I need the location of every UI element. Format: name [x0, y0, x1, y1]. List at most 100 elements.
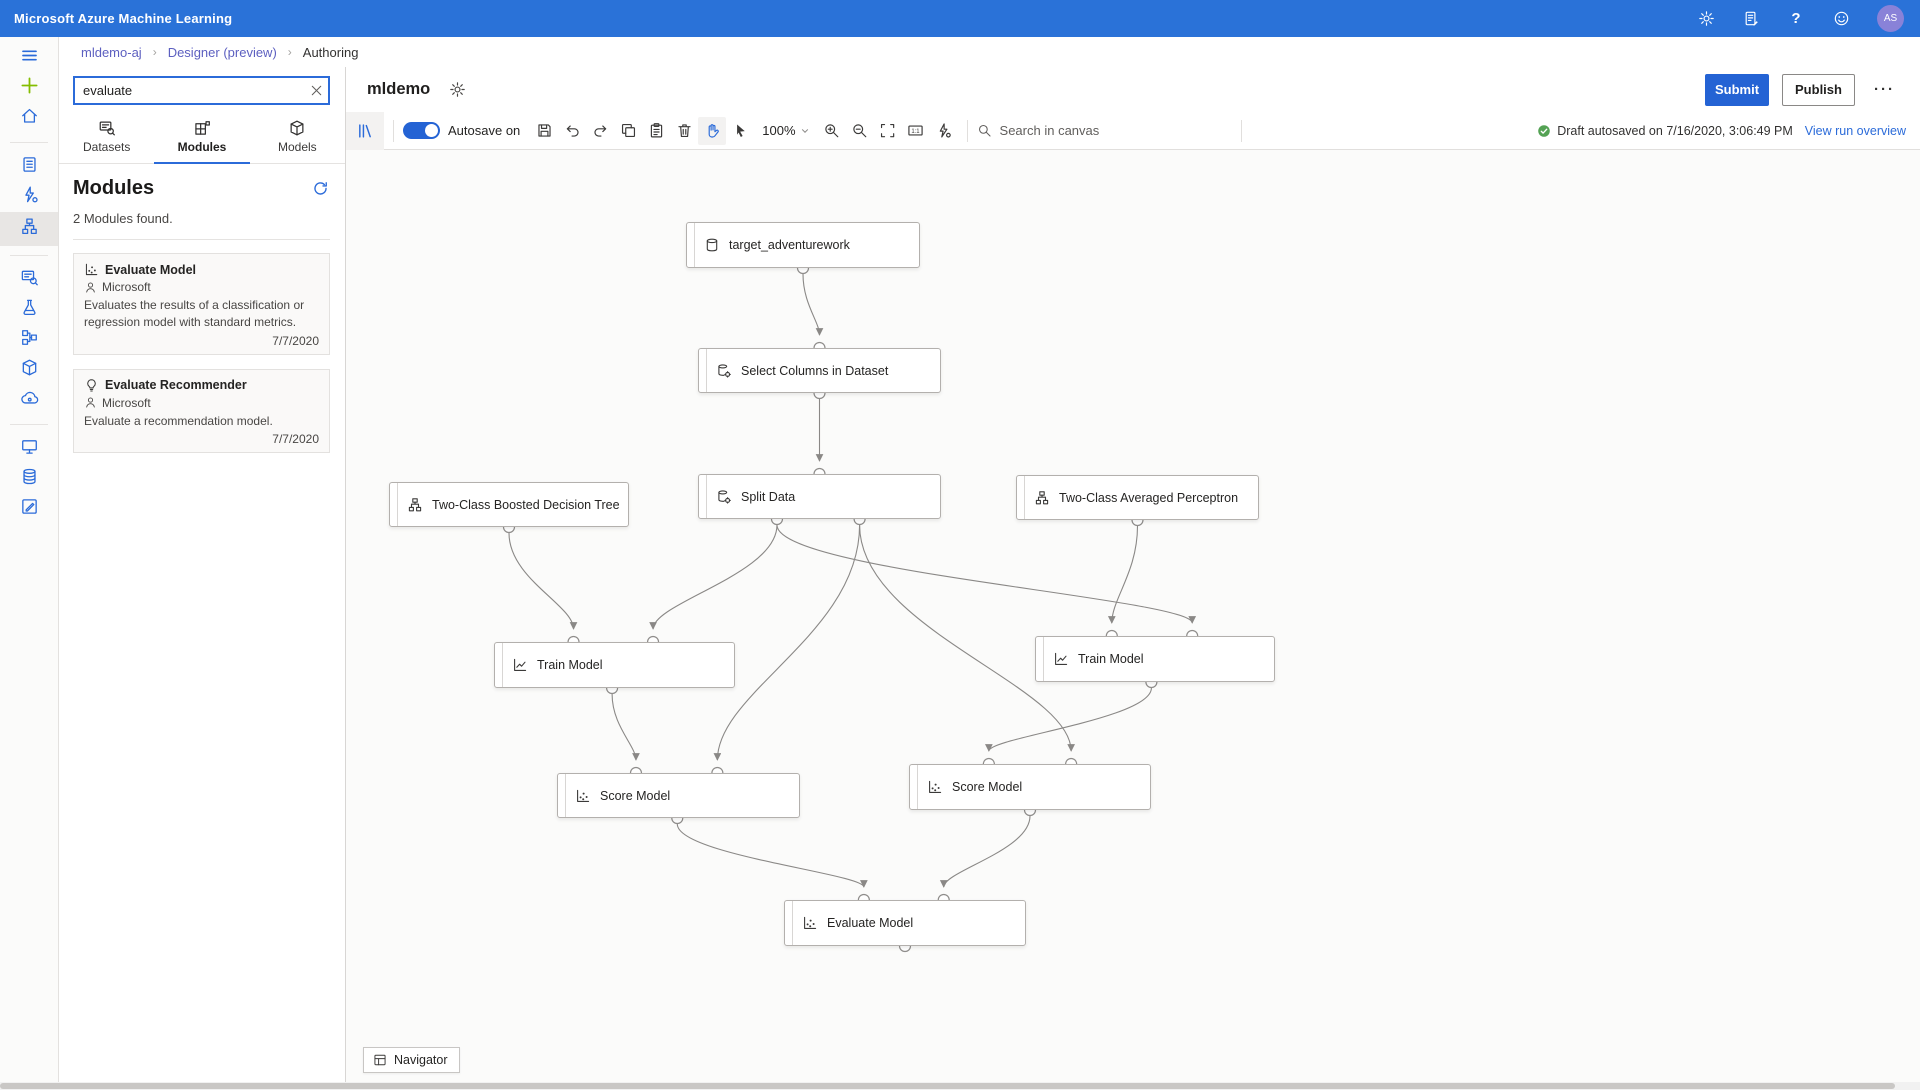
- plus-icon: [20, 76, 39, 100]
- clear-search-button[interactable]: [309, 83, 324, 98]
- copy-button[interactable]: [614, 117, 642, 145]
- pipeline-node-score-model[interactable]: Score Model: [557, 773, 800, 818]
- pan-tool-button[interactable]: [698, 116, 727, 145]
- fit-to-screen-button[interactable]: [874, 117, 902, 145]
- module-card-description: Evaluate a recommendation model.: [84, 413, 273, 428]
- canvas-toolbar: Autosave on 100% 1:1: [346, 111, 1920, 150]
- sidebar-item-compute[interactable]: [0, 434, 58, 464]
- node-label: target_adventurework: [729, 238, 850, 252]
- pipeline-node-two-class-averaged-perceptron[interactable]: Two-Class Averaged Perceptron: [1016, 475, 1259, 520]
- gear-icon: [449, 81, 467, 98]
- sidebar-item-models[interactable]: [0, 355, 58, 385]
- module-card-date: 7/7/2020: [272, 333, 319, 348]
- publish-button[interactable]: Publish: [1782, 73, 1855, 106]
- one-to-one-icon: 1:1: [907, 122, 924, 139]
- submit-button[interactable]: Submit: [1705, 73, 1769, 106]
- search-input[interactable]: [73, 76, 330, 105]
- sidebar-item-menu[interactable]: [0, 43, 58, 73]
- autosave-label: Autosave on: [448, 123, 521, 138]
- save-button[interactable]: [530, 117, 558, 145]
- refresh-button[interactable]: [312, 180, 330, 198]
- sidebar-item-notebooks[interactable]: [0, 152, 58, 182]
- pipeline-node-select-columns-in-dataset[interactable]: Select Columns in Dataset: [698, 348, 941, 393]
- zoom-out-button[interactable]: [846, 117, 874, 145]
- database-gear-icon: [716, 489, 732, 505]
- module-card-date: 7/7/2020: [272, 432, 319, 447]
- zoom-level-dropdown[interactable]: 100%: [762, 123, 809, 138]
- canvas-search-placeholder: Search in canvas: [999, 123, 1100, 138]
- pipeline-title: mldemo: [367, 80, 431, 98]
- autosave-toggle[interactable]: [403, 122, 440, 139]
- sidebar-item-data-labeling[interactable]: [0, 494, 58, 524]
- lightning-icon: [935, 122, 952, 139]
- pipeline-settings-button[interactable]: [449, 81, 467, 99]
- sidebar-item-designer[interactable]: [0, 212, 58, 246]
- pipeline-node-split-data[interactable]: Split Data: [698, 474, 941, 519]
- flask-icon: [20, 298, 39, 322]
- sidebar-item-home[interactable]: [0, 103, 58, 133]
- pipeline-node-two-class-boosted-decision-tree[interactable]: Two-Class Boosted Decision Tree: [389, 482, 629, 527]
- sidebar-item-pipelines[interactable]: [0, 325, 58, 355]
- horizontal-scrollbar[interactable]: [0, 1082, 1920, 1090]
- actual-size-button[interactable]: 1:1: [902, 117, 930, 145]
- redo-button[interactable]: [586, 117, 614, 145]
- search-icon: [977, 123, 992, 138]
- automl-icon: [20, 185, 39, 209]
- tab-models[interactable]: Models: [250, 114, 345, 163]
- tab-label: Models: [277, 140, 317, 154]
- sidebar-item-experiments[interactable]: [0, 295, 58, 325]
- pipeline-node-score-model[interactable]: Score Model: [909, 764, 1151, 810]
- tree-icon: [1034, 490, 1050, 506]
- sidebar-item-endpoints[interactable]: [0, 385, 58, 415]
- zoom-out-icon: [851, 122, 868, 139]
- gear-icon: [1698, 10, 1715, 27]
- more-options-button[interactable]: ···: [1874, 81, 1895, 98]
- paste-icon: [648, 122, 665, 139]
- canvas-search-input[interactable]: Search in canvas: [977, 123, 1232, 138]
- settings-button[interactable]: [1697, 10, 1715, 28]
- navigator-button[interactable]: Navigator: [363, 1047, 460, 1073]
- select-tool-button[interactable]: [726, 117, 754, 145]
- tab-modules[interactable]: Modules: [154, 114, 250, 164]
- delete-button[interactable]: [670, 117, 698, 145]
- sidebar-item-automated-ml[interactable]: [0, 182, 58, 212]
- zoom-in-button[interactable]: [818, 117, 846, 145]
- view-run-overview-link[interactable]: View run overview: [1804, 123, 1906, 138]
- node-label: Two-Class Averaged Perceptron: [1059, 490, 1239, 505]
- breadcrumb-item-mldemo-aj[interactable]: mldemo-aj: [81, 44, 142, 60]
- feedback-button[interactable]: [1832, 10, 1850, 28]
- undo-button[interactable]: [558, 117, 586, 145]
- pipelines-icon: [20, 328, 39, 352]
- train-icon: [1053, 651, 1069, 667]
- notifications-button[interactable]: [1742, 10, 1760, 28]
- tab-datasets[interactable]: Datasets: [59, 114, 154, 163]
- pipeline-node-evaluate-model[interactable]: Evaluate Model: [784, 900, 1026, 946]
- navigator-icon: [373, 1053, 387, 1067]
- pipeline-node-train-model[interactable]: Train Model: [494, 642, 735, 688]
- datasets-tab-icon: [59, 119, 154, 137]
- cloud-icon: [20, 388, 39, 412]
- avatar[interactable]: AS: [1877, 5, 1904, 32]
- pipeline-node-train-model[interactable]: Train Model: [1035, 636, 1275, 682]
- sidebar-item-datastores[interactable]: [0, 464, 58, 494]
- pipeline-node-target-adventurework[interactable]: target_adventurework: [686, 222, 920, 268]
- breadcrumb-item-authoring: Authoring: [302, 44, 359, 60]
- toggle-palette-button[interactable]: [346, 111, 384, 150]
- autosave-status: Draft autosaved on 7/16/2020, 3:06:49 PM: [1557, 123, 1793, 138]
- help-button[interactable]: ?: [1791, 10, 1801, 27]
- chevron-right-icon: ›: [287, 45, 292, 59]
- node-label: Select Columns in Dataset: [741, 363, 889, 378]
- breadcrumb-item-designer-preview-[interactable]: Designer (preview): [167, 44, 277, 60]
- divider: [393, 119, 394, 142]
- run-settings-button[interactable]: [930, 117, 958, 145]
- undo-icon: [564, 122, 581, 139]
- sidebar-item-new[interactable]: [0, 73, 58, 103]
- trash-icon: [676, 122, 693, 139]
- paste-button[interactable]: [642, 117, 670, 145]
- scrollbar-thumb[interactable]: [0, 1083, 1895, 1089]
- sidebar-item-datasets[interactable]: [0, 265, 58, 295]
